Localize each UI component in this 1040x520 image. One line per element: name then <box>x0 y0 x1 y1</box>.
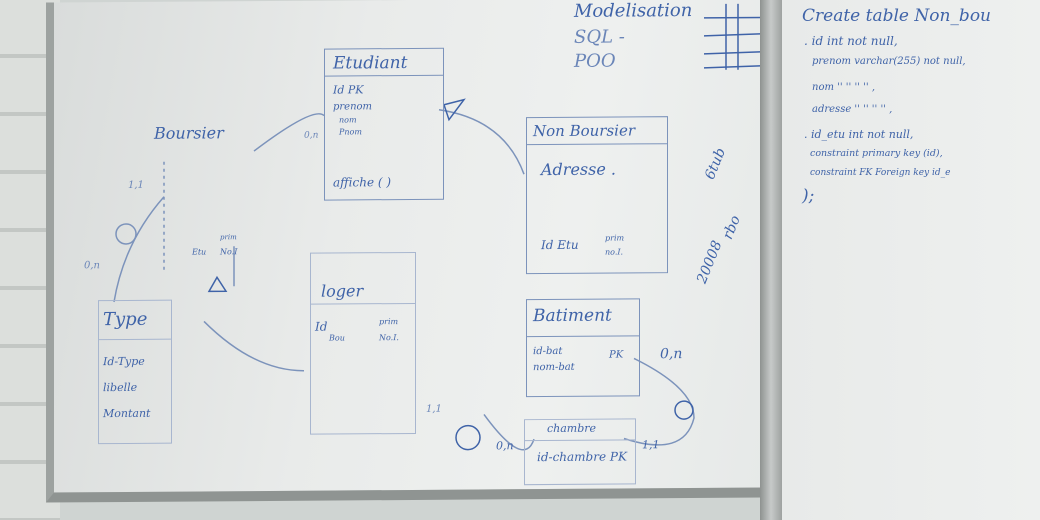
entity-loger-attr-prim: prim <box>379 317 399 327</box>
entity-etudiant-method: affiche ( ) <box>333 175 392 190</box>
entity-batiment: Batiment id-bat PK nom-bat <box>526 298 640 398</box>
entity-batiment-attr-id: id-bat <box>533 345 563 358</box>
entity-type-attr-montant: Montant <box>103 406 151 421</box>
entity-type: Type Id-Type libelle Montant <box>98 299 172 445</box>
entity-chambre-name: chambre <box>547 421 597 436</box>
entity-etudiant: Etudiant Id PK prenom nom Pnom affiche (… <box>324 47 444 201</box>
header-modelisation: Modelisation <box>574 0 693 22</box>
entity-etudiant-attr-pnom: Pnom <box>339 127 362 137</box>
cardinality-boursier: 1,1 <box>128 179 144 191</box>
entity-loger: loger Id Bou prim No.I. <box>310 251 416 435</box>
entity-boursier-name: Boursier <box>154 123 224 143</box>
entity-etudiant-attr-nom: nom <box>339 115 357 125</box>
header-sql: SQL - <box>574 26 625 48</box>
sql-line-2: . id int not null, <box>804 34 898 48</box>
entity-loger-attr-id: Id <box>315 319 328 334</box>
cardinality-etudiant: 0,n <box>304 130 319 141</box>
entity-etudiant-name: Etudiant <box>333 53 408 74</box>
entity-boursier-attr-etu: Etu <box>192 247 207 257</box>
entity-type-attr-libelle: libelle <box>103 380 138 395</box>
cardinality-chambre: 0,n <box>496 439 514 453</box>
entity-non-boursier-attr-noi: no.I. <box>605 247 624 257</box>
entity-non-boursier-attr-prim: prim <box>605 233 625 243</box>
cardinality-loger: 1,1 <box>426 403 442 415</box>
entity-loger-attr-noi: No.I. <box>379 333 399 343</box>
sql-line-5: adresse '' '' '' '' , <box>812 104 893 115</box>
sql-line-6: . id_etu int not null, <box>804 128 914 141</box>
entity-etudiant-attr-prenom: prenom <box>333 101 373 113</box>
cardinality-chambre-2: 1,1 <box>642 438 660 452</box>
entity-loger-name: loger <box>321 281 364 301</box>
cardinality-type: 0,n <box>84 260 100 272</box>
entity-batiment-name: Batiment <box>533 305 612 327</box>
diagram-lines <box>113 98 695 451</box>
sql-line-9: ); <box>802 186 815 206</box>
sql-line-3: prenom varchar(255) not null, <box>812 56 966 67</box>
entity-batiment-attr-nom: nom-bat <box>533 361 575 374</box>
entity-type-attr-id: Id-Type <box>103 354 145 369</box>
entity-non-boursier-attr-id: Id Etu <box>541 237 579 253</box>
header-poo: POO <box>574 50 616 72</box>
sql-line-1: Create table Non_bou <box>802 6 992 26</box>
entity-batiment-attr-pk: PK <box>609 349 624 361</box>
sql-line-7: constraint primary key (id), <box>810 148 943 159</box>
board-frame-divider <box>760 0 782 520</box>
cardinality-batiment: 0,n <box>660 346 683 363</box>
entity-non-boursier: Non Boursier Adresse . Id Etu prim no.I. <box>526 116 668 275</box>
entity-non-boursier-attr-adresse: Adresse . <box>541 159 616 180</box>
header-scribble <box>704 3 771 70</box>
entity-etudiant-attr-id: Id PK <box>333 83 364 97</box>
entity-boursier-attr-noi: No.I <box>220 247 238 257</box>
whiteboard-left: Modelisation SQL - POO Etudiant Id PK pr… <box>46 0 771 503</box>
entity-non-boursier-name: Non Boursier <box>533 121 636 141</box>
entity-loger-attr-bou: Bou <box>329 333 345 343</box>
entity-boursier-attr-prim: prim <box>220 233 237 242</box>
entity-chambre-attr-id: id-chambre PK <box>537 449 627 465</box>
entity-type-name: Type <box>103 308 148 331</box>
sql-line-4: nom '' '' '' '' , <box>812 82 876 93</box>
sql-line-8: constraint FK Foreign key id_e <box>810 168 951 178</box>
whiteboard-right: Create table Non_bou . id int not null, … <box>782 0 1040 520</box>
entity-chambre: chambre id-chambre PK <box>524 418 636 486</box>
